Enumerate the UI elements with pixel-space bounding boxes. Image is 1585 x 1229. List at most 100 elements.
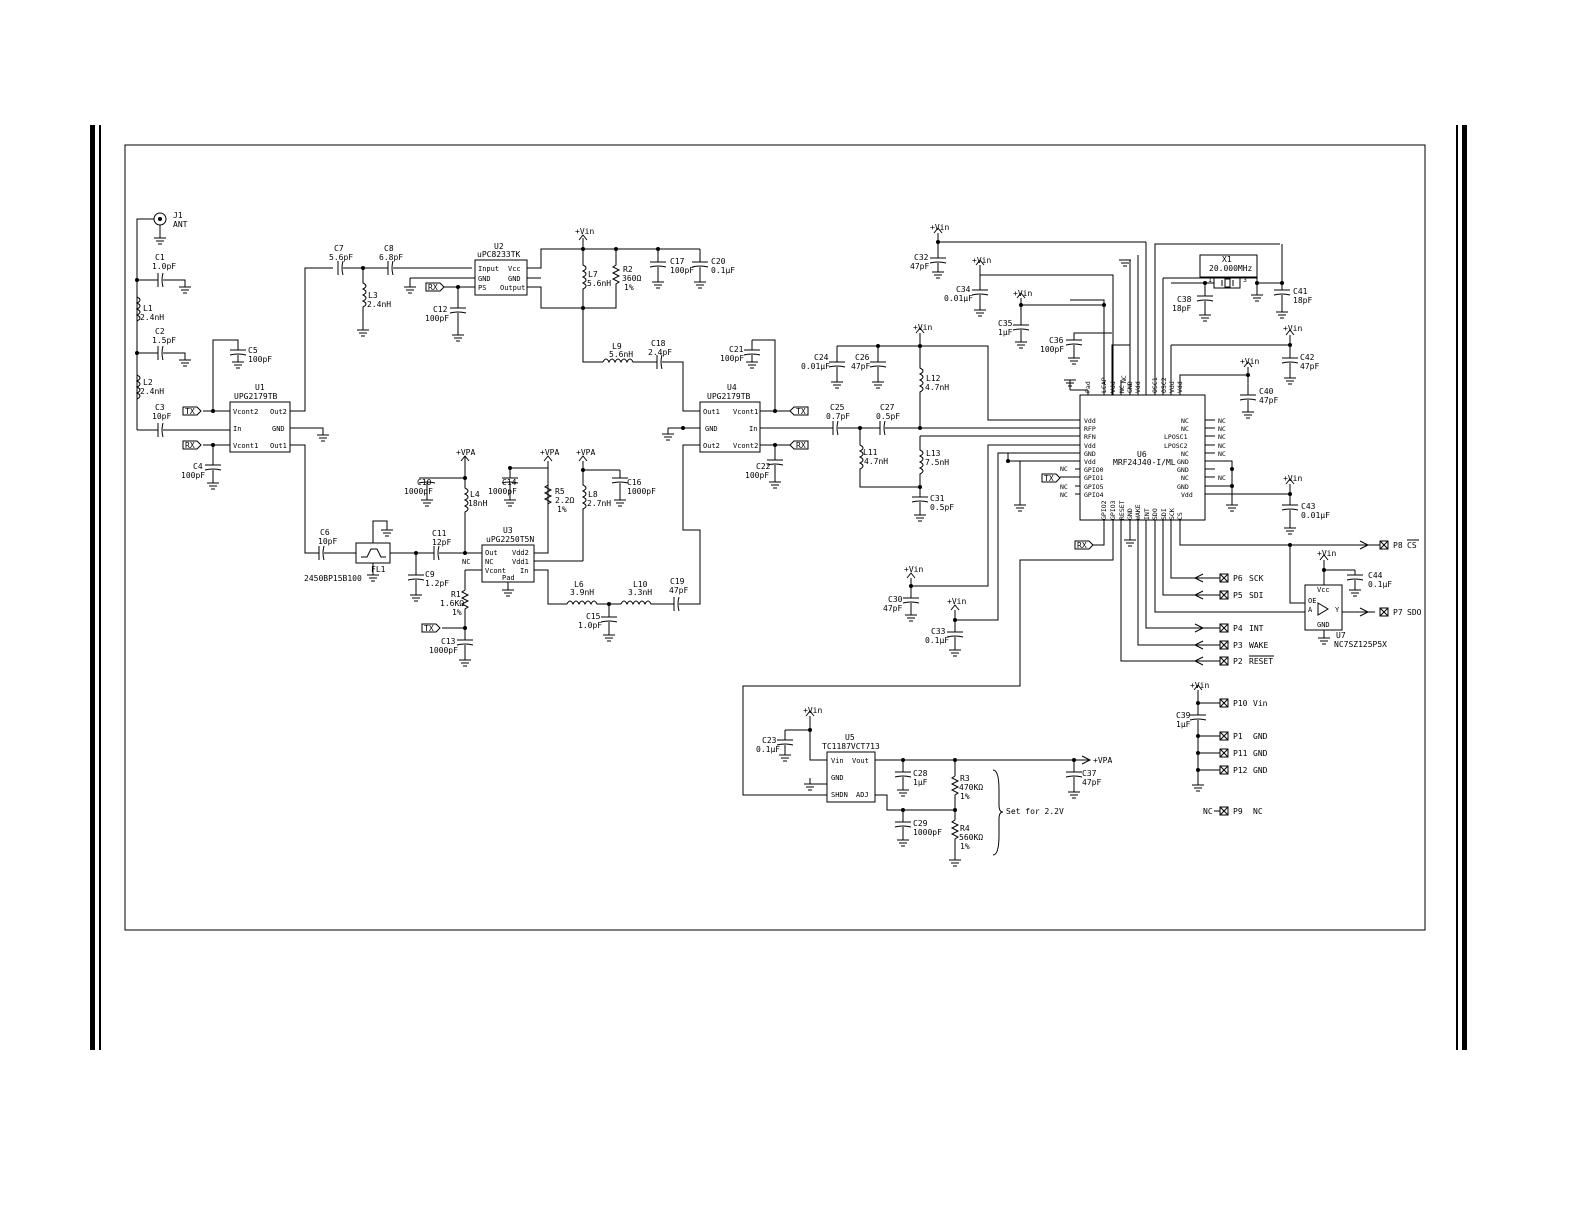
svg-text:+VPA: +VPA	[1093, 756, 1112, 765]
svg-text:+Vin: +Vin	[904, 565, 923, 574]
svg-text:RX: RX	[185, 441, 195, 450]
svg-text:C40: C40	[1259, 387, 1274, 396]
u6-bottom-pins: GPIO2 GPIO3 RESET GND WAKE INT SDO SDI S…	[742, 500, 1380, 796]
svg-text:R5: R5	[555, 487, 565, 496]
svg-text:RESET: RESET	[1249, 657, 1273, 666]
svg-text:C8: C8	[384, 244, 394, 253]
svg-text:NC: NC	[1218, 433, 1226, 441]
svg-text:4.7nH: 4.7nH	[925, 383, 949, 392]
resistor-r5: R52.2Ω1%	[543, 468, 574, 545]
rx-flag-u2: RX	[425, 282, 445, 292]
svg-text:C19: C19	[670, 577, 685, 586]
svg-text:Output: Output	[500, 284, 525, 292]
svg-text:C27: C27	[880, 403, 895, 412]
svg-text:1000pF: 1000pF	[627, 487, 656, 496]
svg-text:3: 3	[1243, 276, 1247, 284]
svg-text:SDI: SDI	[1249, 591, 1264, 600]
svg-text:C17: C17	[670, 257, 685, 266]
svg-text:C18: C18	[651, 339, 666, 348]
svg-text:L6: L6	[574, 580, 584, 589]
svg-text:UPG2179TB: UPG2179TB	[234, 392, 278, 401]
svg-text:1000pF: 1000pF	[404, 487, 433, 496]
svg-text:2.4nH: 2.4nH	[140, 313, 164, 322]
svg-text:TX: TX	[185, 407, 195, 416]
svg-text:100pF: 100pF	[181, 471, 205, 480]
svg-text:C15: C15	[586, 612, 601, 621]
svg-text:1%: 1%	[960, 842, 970, 851]
svg-text:INT: INT	[1143, 508, 1151, 520]
svg-text:4.7nH: 4.7nH	[864, 457, 888, 466]
svg-text:0.1µF: 0.1µF	[925, 636, 949, 645]
svg-text:10pF: 10pF	[152, 412, 171, 421]
tx-flag-u4: TX	[789, 406, 809, 416]
svg-text:P9: P9	[1233, 807, 1243, 816]
right-margin-bar-thin	[1456, 125, 1458, 1050]
inductor-l7: L75.6nH	[581, 249, 611, 363]
svg-text:P5: P5	[1233, 591, 1243, 600]
svg-text:RX: RX	[428, 283, 438, 292]
svg-text:0.5pF: 0.5pF	[930, 503, 954, 512]
svg-text:Out: Out	[485, 549, 498, 557]
svg-text:20.000MHz: 20.000MHz	[1209, 264, 1253, 273]
svg-text:2.4nH: 2.4nH	[367, 300, 391, 309]
svg-text:1.0pF: 1.0pF	[152, 262, 176, 271]
svg-text:C41: C41	[1293, 287, 1308, 296]
svg-text:TX: TX	[1044, 474, 1054, 483]
svg-text:5.6nH: 5.6nH	[587, 279, 611, 288]
svg-text:+Vin: +Vin	[1317, 549, 1336, 558]
svg-text:+Vin: +Vin	[972, 256, 991, 265]
svg-text:1µF: 1µF	[998, 328, 1013, 337]
svg-text:SDO: SDO	[1407, 608, 1422, 617]
svg-text:SCK: SCK	[1249, 574, 1264, 583]
u6-nc-gpio4: NC	[1060, 491, 1068, 499]
svg-text:NC: NC	[1203, 807, 1213, 816]
svg-text:0.1µF: 0.1µF	[711, 266, 735, 275]
svg-text:2450BP15B100: 2450BP15B100	[304, 574, 362, 583]
svg-text:2.4nH: 2.4nH	[140, 387, 164, 396]
svg-text:GND: GND	[1177, 483, 1189, 491]
svg-text:GPIO1: GPIO1	[1084, 474, 1104, 482]
svg-text:Vdd: Vdd	[1084, 458, 1096, 466]
u6-nc-gpio0: NC	[1060, 465, 1068, 473]
vpa-rail-u3: +VPA	[427, 448, 475, 479]
vpa-output-arrow: +VPA	[1081, 755, 1112, 765]
ic-u6: U6 MRF24J40-I/ML	[1079, 394, 1206, 521]
u6-left-pins: Vdd RFP RFN Vdd GND Vdd GPIO0 GPIO1 GPIO…	[1020, 417, 1104, 499]
svg-text:Pad: Pad	[1084, 381, 1092, 393]
component-c7: C75.6pF	[329, 244, 388, 276]
svg-text:3.3nH: 3.3nH	[628, 588, 652, 597]
svg-text:C31: C31	[930, 494, 945, 503]
svg-text:C24: C24	[814, 353, 829, 362]
svg-text:L2: L2	[143, 378, 153, 387]
svg-text:R3: R3	[960, 774, 970, 783]
svg-text:RX: RX	[1077, 541, 1087, 550]
svg-text:18pF: 18pF	[1172, 304, 1191, 313]
svg-text:R4: R4	[960, 824, 970, 833]
svg-text:L11: L11	[863, 448, 878, 457]
svg-text:GND: GND	[508, 275, 521, 283]
svg-text:NC: NC	[1218, 417, 1226, 425]
svg-text:Pad: Pad	[502, 574, 515, 582]
ic-u7: U7 NC7SZ125P5X Vcc OE A Y GND	[1289, 545, 1387, 649]
antenna-j1: J1 ANT	[136, 211, 188, 430]
svg-text:Vdd: Vdd	[1181, 491, 1193, 499]
svg-text:+Vin: +Vin	[1283, 324, 1302, 333]
svg-text:NC: NC	[485, 558, 493, 566]
rx-flag-u6: RX	[1074, 540, 1094, 550]
svg-text:GND: GND	[831, 774, 844, 782]
note-text: Set for 2.2V	[1006, 807, 1064, 816]
svg-text:2.2Ω: 2.2Ω	[555, 496, 574, 505]
inductor-l8: L82.7nH	[581, 470, 611, 561]
tx-flag-r1: TX	[421, 623, 441, 633]
svg-text:12pF: 12pF	[432, 538, 451, 547]
vin-rail-c40: +Vin	[1240, 357, 1259, 375]
